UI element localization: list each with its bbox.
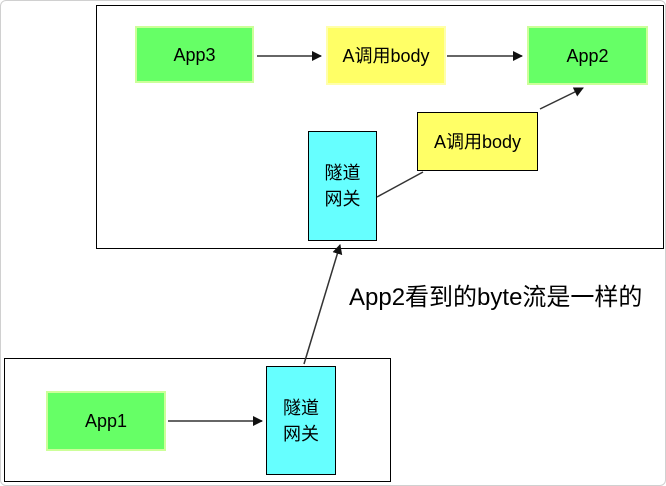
node-tunnel-gateway-top: 隧道 网关	[308, 131, 377, 241]
node-tunnel-gateway-bottom: 隧道 网关	[266, 366, 336, 475]
node-call-body-top: A调用body	[326, 26, 446, 85]
arrow-tunnel-bottom-to-tunnel-top	[303, 244, 343, 365]
node-app3: App3	[135, 26, 254, 83]
node-call-body-mid: A调用body	[417, 112, 538, 171]
node-app1: App1	[46, 391, 166, 451]
annotation-byte-stream: App2看到的byte流是一样的	[349, 284, 643, 311]
node-app2: App2	[527, 26, 648, 85]
